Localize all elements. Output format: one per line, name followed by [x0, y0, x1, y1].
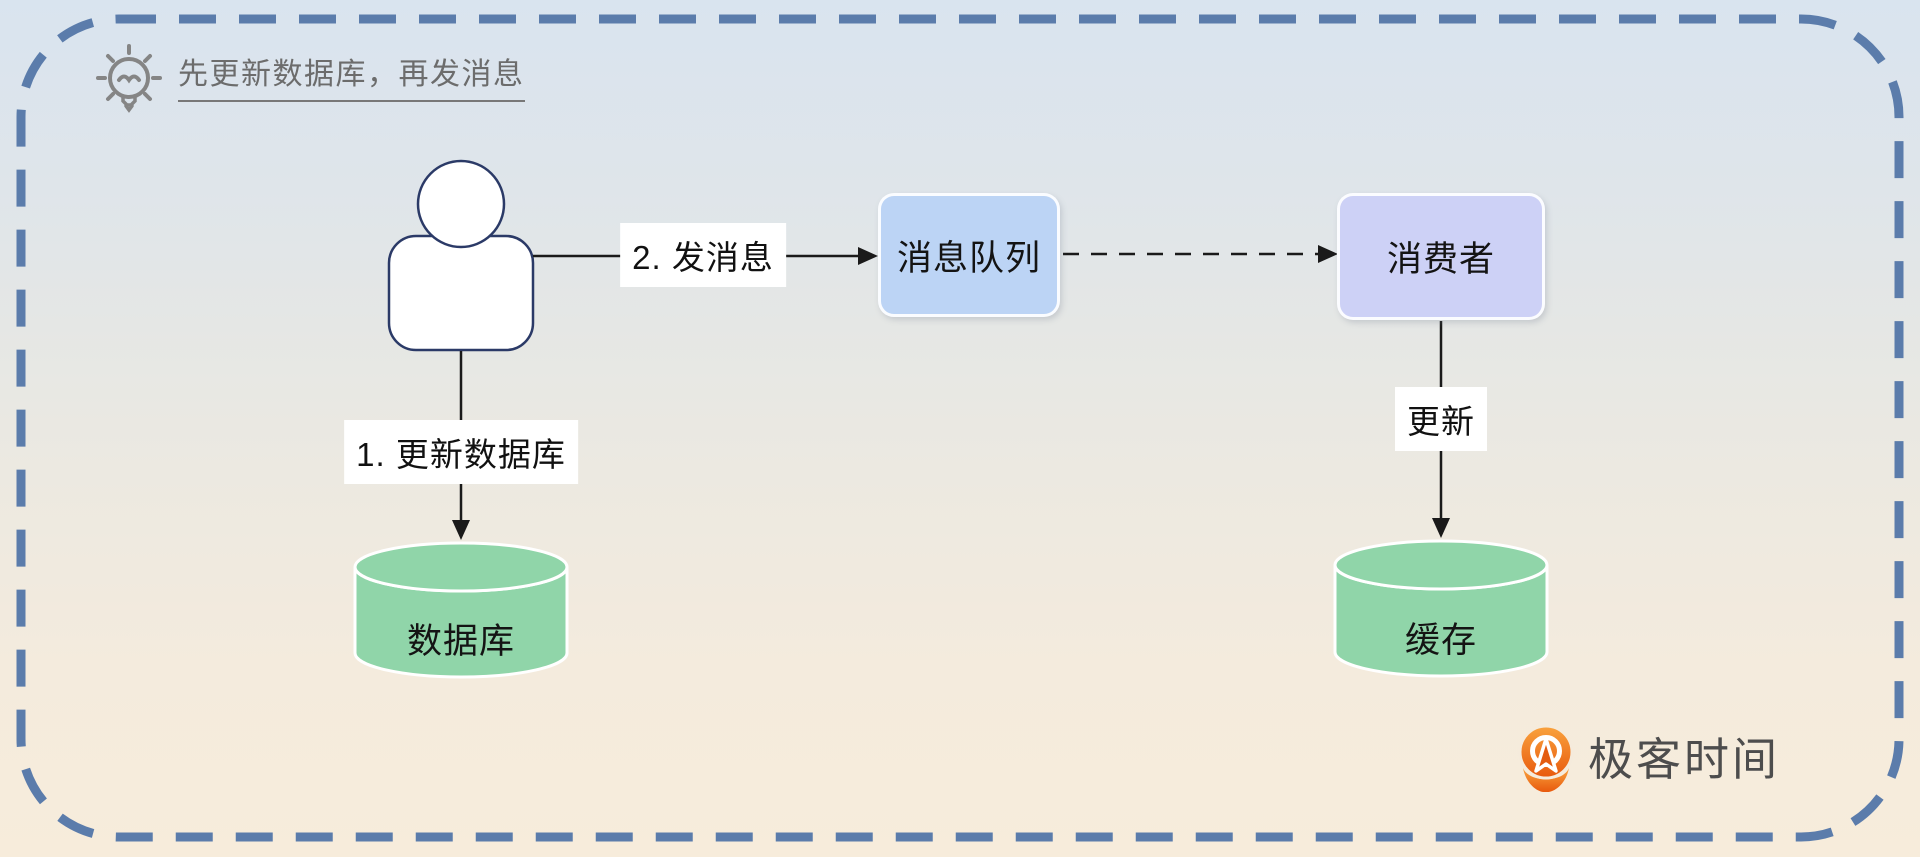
edge-label-update-database: 1. 更新数据库	[344, 420, 578, 484]
database-cylinder-icon	[353, 541, 569, 679]
brand-logo: 极客时间	[1516, 726, 1780, 792]
diagram-title: 先更新数据库，再发消息	[178, 57, 525, 102]
geektime-logo-icon	[1518, 726, 1574, 792]
edge-label-update-cache: 更新	[1395, 387, 1487, 451]
dashed-border	[16, 14, 1904, 842]
brand-name: 极客时间	[1588, 733, 1781, 785]
node-database: 数据库	[352, 540, 570, 680]
node-consumer-label: 消费者	[1386, 240, 1495, 279]
cache-cylinder-icon	[1333, 539, 1549, 678]
hint-header: 先更新数据库，再发消息	[96, 42, 525, 116]
node-message-queue-label: 消息队列	[896, 238, 1041, 278]
lightbulb-icon	[96, 44, 162, 113]
node-cache: 缓存	[1332, 538, 1550, 680]
edge-queue-to-consumer	[1063, 245, 1338, 263]
node-database-label: 数据库	[406, 621, 515, 661]
node-consumer: 消费者	[1337, 193, 1545, 320]
edge-label-send-message: 2. 发消息	[620, 223, 786, 287]
node-message-queue: 消息队列	[878, 193, 1060, 317]
producer-actor	[387, 159, 535, 352]
node-cache-label: 缓存	[1404, 620, 1477, 660]
